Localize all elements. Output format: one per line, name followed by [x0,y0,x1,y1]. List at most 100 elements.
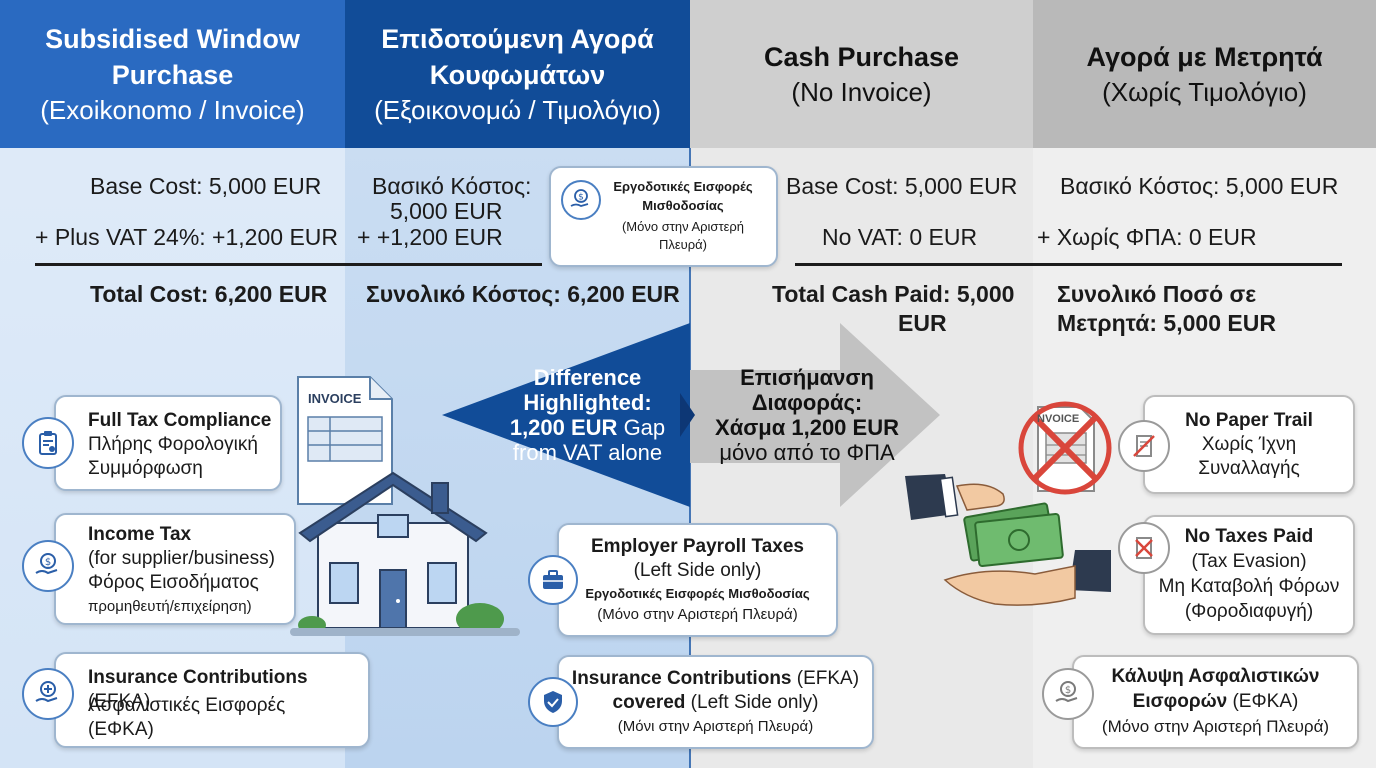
card-title-suffix: (ΕΦΚΑ) [1227,691,1299,712]
card-line: (Tax Evasion) [1191,551,1307,572]
card-title: Full Tax Compliance [88,410,272,431]
card-line-row: covered (Left Side only) [559,691,872,715]
house-icon [290,471,520,636]
col4-total-l1: Συνολικό Ποσό σε [1057,281,1257,307]
card-line: Μη Καταβολή Φόρων [1158,576,1340,597]
col4-total-l2: Μετρητά: 5,000 EUR [1057,310,1276,336]
left-arrow-text: Difference Highlighted: 1,200 EUR Gap fr… [500,365,675,465]
house-invoice-illustration [290,376,520,636]
card-line: Συμμόρφωση [88,458,203,479]
invoice-label: INVOICE [308,391,362,406]
card-line: (Μόνο στην Αριστερή Πλευρά) [597,606,798,623]
header-subtitle: (No Invoice) [791,77,932,107]
left-arrow-l1: Difference [533,365,642,390]
card-line: (ΕΦΚΑ) [88,719,154,740]
card-line: Εργοδοτικές Εισφορές Μισθοδοσίας [585,586,810,601]
header-title: Cash Purchase [763,42,960,72]
card-income-tax: Income Tax (for supplier/business) Φόρος… [54,513,296,625]
card-line: (Φοροδιαφυγή) [1184,601,1314,622]
card-line: Ασφαλιστικές Εισφορές [88,695,286,716]
col2-base-value: 5,000 EUR [390,198,503,224]
card-title: No Paper Trail [1185,410,1313,431]
card-no-taxes-paid: No Taxes Paid (Tax Evasion) Μη Καταβολή … [1143,515,1355,635]
crossed-invoice-icon [1018,401,1112,495]
card-title-row: Insurance Contributions (EFKA) [88,666,368,714]
payroll-note-title-l2: Μισθοδοσίας [642,198,724,213]
payroll-note-card: $ Εργοδοτικές Εισφορές Μισθοδοσίας (Μόνο… [549,166,778,267]
card-line: (for supplier/business) [88,548,275,569]
svg-text:$: $ [1065,685,1071,696]
card-line: (Μόνι στην Αριστερή Πλευρά) [617,718,814,735]
card-line: (Μόνο στην Αριστερή Πλευρά) [1101,717,1330,736]
left-arrow-amount: 1,200 EUR [509,415,618,440]
card-no-paper-trail: No Paper Trail Χωρίς Ίχνη Συναλλαγής [1143,395,1355,494]
payroll-note-title-l1: Εργοδοτικές Εισφορές [613,179,753,194]
right-arrow-l2: Διαφοράς: [751,390,863,415]
cash-handover-illustration [905,474,1111,606]
card-line: προμηθευτή/επιχείρηση) [88,598,252,615]
card-title-l2: Εισφορών [1132,691,1228,712]
card-title-row: Εισφορών (ΕΦΚΑ) [1074,690,1357,714]
card-insurance-covered: Insurance Contributions (EFKA) covered (… [557,655,874,749]
header-cash-en: Cash Purchase (No Invoice) [690,0,1033,148]
card-line: (Left Side only) [633,560,762,581]
invoice-document-icon [297,376,393,505]
left-arrow-l2: Highlighted: [523,390,652,415]
left-arrow-l4: from VAT alone [512,440,663,465]
card-title: Employer Payroll Taxes [591,536,804,557]
card-title-row: Insurance Contributions (EFKA) [559,667,872,691]
svg-text:$: $ [578,193,584,203]
header-subtitle: (Εξοικονομώ / Τιμολόγιο) [374,95,661,125]
header-title: Επιδοτούμενη Αγορά Κουφωμάτων [381,24,654,90]
right-arrow-text: Επισήμανση Διαφοράς: Χάσμα 1,200 EUR μόν… [712,365,902,465]
card-insurance-coverage-el: Κάλυψη Ασφαλιστικών Εισφορών (ΕΦΚΑ) (Μόν… [1072,655,1359,749]
header-subsidised-el: Επιδοτούμενη Αγορά Κουφωμάτων (Εξοικονομ… [345,0,690,148]
medical-hand-icon [22,668,74,720]
card-line: Συναλλαγής [1198,458,1300,479]
left-arrow [442,323,690,507]
total-rule-right [795,263,1342,266]
svg-text:$: $ [45,557,51,568]
total-rule-left [35,263,542,266]
col1-vat: + Plus VAT 24%: +1,200 EUR [35,224,338,250]
receiving-hand-icon [943,550,1111,606]
dollar-hand-icon: $ [561,180,601,220]
col2-base-label: Βασικό Κόστος: [372,173,532,199]
card-title: Income Tax [88,524,192,545]
card-title: Κάλυψη Ασφαλιστικών [1111,666,1320,687]
col4-vat: + Χωρίς ΦΠΑ: 0 EUR [1037,224,1257,250]
giving-hand-icon [905,474,1005,520]
col3-total-l1: Total Cash Paid: 5,000 [772,281,1015,307]
right-arrow [690,323,940,507]
card-title: Insurance Contributions [571,668,792,689]
col1-base-cost: Base Cost: 5,000 EUR [90,173,322,199]
right-arrow-l3: Χάσμα 1,200 EUR [715,415,899,440]
crossed-invoice-label: NVOICE [1037,413,1080,425]
card-covered-rest: (Left Side only) [685,692,819,713]
right-arrow-l4: μόνο από το ΦΠΑ [719,440,895,465]
card-line: Φόρος Εισοδήματος [88,572,259,593]
card-insurance-contributions: Insurance Contributions (EFKA) Ασφαλιστι… [54,652,370,748]
header-title: Subsidised Window Purchase [45,24,300,90]
left-arrow-gap: Gap [617,415,666,440]
card-employer-payroll-taxes: Employer Payroll Taxes (Left Side only) … [557,523,838,637]
header-subsidised-en: Subsidised Window Purchase (Exoikonomo /… [0,0,345,148]
card-full-tax-compliance: Full Tax Compliance Πλήρης Φορολογική Συ… [54,395,282,491]
dollar-hand-icon: $ [1042,668,1094,720]
card-title-suffix: (EFKA) [88,691,151,712]
no-tax-icon [1118,522,1170,574]
header-subtitle: (Χωρίς Τιμολόγιο) [1102,77,1307,107]
briefcase-icon [528,555,578,605]
card-line: Πλήρης Φορολογική [88,434,258,455]
dollar-hand-icon: $ [22,540,74,592]
col3-base-cost: Base Cost: 5,000 EUR [786,173,1018,199]
card-title-suffix: (EFKA) [791,668,860,689]
col2-total: Συνολικό Κόστος: 6,200 EUR [366,281,680,307]
col4-base-cost: Βασικό Κόστος: 5,000 EUR [1060,173,1339,199]
header-cash-el: Αγορά με Μετρητά (Χωρίς Τιμολόγιο) [1033,0,1376,148]
header-title: Αγορά με Μετρητά [1086,42,1323,72]
col2-vat: + +1,200 EUR [357,224,503,250]
shield-check-icon [528,677,578,727]
card-title: No Taxes Paid [1184,526,1314,547]
clipboard-check-icon [22,417,74,469]
